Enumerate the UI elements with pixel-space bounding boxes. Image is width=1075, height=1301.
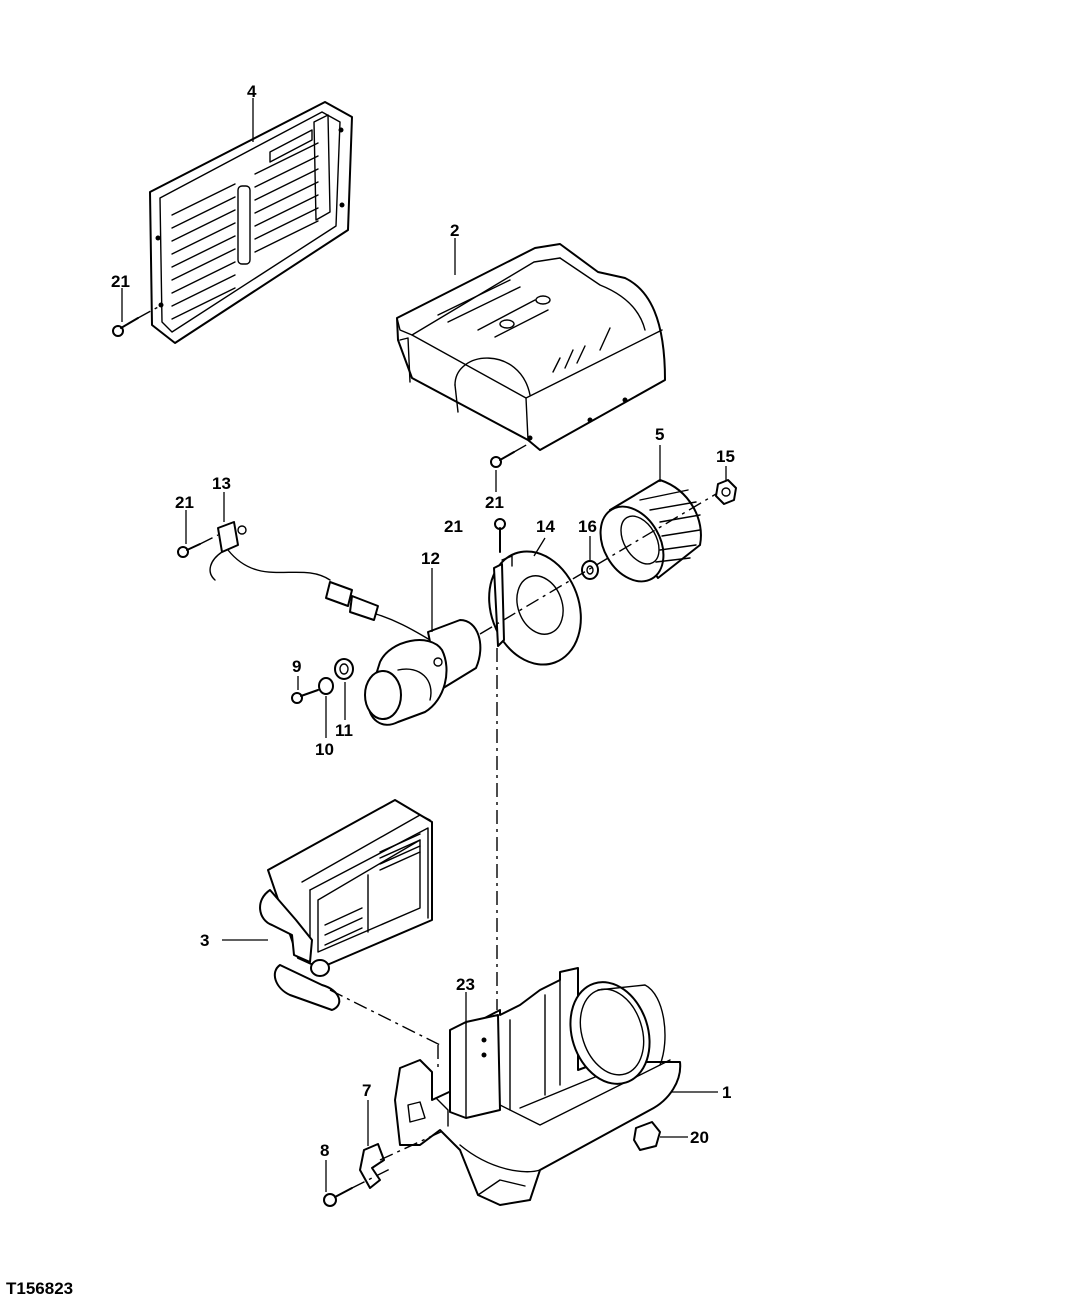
- callout-21: 21: [111, 272, 130, 291]
- callout-labels: 4 21 2 21 13 21 21 14 16 5 15 12 9 10 11…: [111, 82, 735, 1160]
- callout-20: 20: [690, 1128, 709, 1147]
- part-10-washer: [318, 677, 334, 738]
- callout-3: 3: [200, 931, 209, 950]
- callout-14: 14: [536, 517, 555, 536]
- callout-8: 8: [320, 1141, 329, 1160]
- callout-10: 10: [315, 740, 334, 759]
- part-4-filter-panel: [149, 98, 353, 344]
- callout-23: 23: [456, 975, 475, 994]
- part-8-screw: [323, 1160, 393, 1207]
- callout-21: 21: [444, 517, 463, 536]
- part-12-blower-motor: [364, 568, 482, 726]
- fan-axis-line: [479, 493, 717, 635]
- part-1-lower-housing: [394, 967, 718, 1206]
- callout-1: 1: [722, 1083, 731, 1102]
- part-2-upper-cover: [396, 238, 666, 451]
- callout-12: 12: [421, 549, 440, 568]
- callout-11: 11: [335, 721, 353, 740]
- part-3-heater-core: [222, 799, 433, 1011]
- callout-4: 4: [247, 82, 257, 101]
- callout-16: 16: [578, 517, 597, 536]
- callout-21: 21: [175, 493, 194, 512]
- part-14-fan-housing: [488, 537, 582, 666]
- part-21-screw-filter: [112, 288, 161, 337]
- callout-9: 9: [292, 657, 301, 676]
- clip-guide-line: [379, 1129, 446, 1161]
- wire-connector: [325, 581, 431, 641]
- part-9-screw: [291, 676, 319, 704]
- callout-21: 21: [485, 493, 504, 512]
- callout-13: 13: [212, 474, 231, 493]
- part-11-spacer: [334, 658, 354, 720]
- part-21-screw-housing: [494, 518, 506, 553]
- callout-7: 7: [362, 1081, 371, 1100]
- callout-15: 15: [716, 447, 735, 466]
- part-13-harness-clip: [209, 492, 331, 581]
- part-16-washer: [581, 536, 599, 580]
- figure-id: T156823: [6, 1279, 73, 1298]
- heater-core-guide-line: [329, 989, 441, 1046]
- part-1-duct-outlet: [569, 981, 666, 1085]
- part-7-clip: [359, 1100, 385, 1189]
- part-21-screw-clip: [177, 510, 219, 558]
- part-21-screw-cover: [490, 443, 529, 492]
- callout-2: 2: [450, 221, 459, 240]
- part-5-fan-wheel: [599, 445, 702, 583]
- part-23-mounting-bracket: [449, 992, 501, 1119]
- callout-5: 5: [655, 425, 664, 444]
- part-15-nut: [715, 466, 737, 505]
- part-20-grommet: [633, 1121, 688, 1151]
